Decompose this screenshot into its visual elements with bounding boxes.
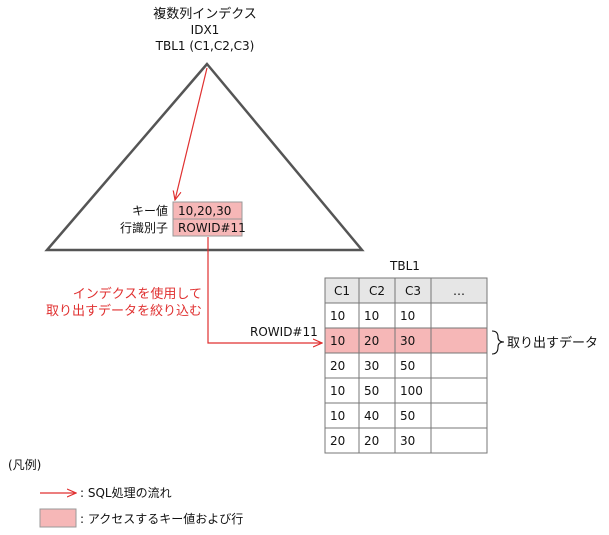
legend-box-label: : アクセスするキー値および行 xyxy=(80,511,243,526)
table-cell-value: 30 xyxy=(364,359,379,373)
rowid-pointer-label: ROWID#11 xyxy=(250,325,318,339)
table-cell xyxy=(324,377,360,404)
table-cell xyxy=(430,352,488,379)
table-cell-value: 100 xyxy=(400,384,423,398)
table-cell-value: 20 xyxy=(330,434,345,448)
rowid-value: ROWID#11 xyxy=(178,221,246,235)
table-cell-value: 20 xyxy=(364,434,379,448)
table-cell-value: 50 xyxy=(400,359,415,373)
index-tree-triangle xyxy=(44,62,365,252)
table-cell-value: 10 xyxy=(330,334,345,348)
table-cell xyxy=(394,427,432,454)
table-cell xyxy=(430,427,488,454)
table-cell xyxy=(358,402,396,429)
key-value: 10,20,30 xyxy=(178,204,231,218)
rowid-pointer-arrow xyxy=(207,237,322,343)
table-cell xyxy=(430,302,488,329)
legend-title: (凡例) xyxy=(8,458,41,472)
legend-highlight-sample xyxy=(39,508,77,528)
table-cell xyxy=(394,402,432,429)
table-cell-value: 30 xyxy=(400,434,415,448)
flow-annotation-line1: インデクスを使用して xyxy=(73,286,202,302)
table-cell xyxy=(430,327,488,354)
table-header-cell xyxy=(430,277,488,304)
table-header-label: C1 xyxy=(334,284,350,298)
retrieved-brace xyxy=(491,330,505,355)
flow-annotation-line2: 取り出すデータを絞り込む xyxy=(46,303,202,319)
table-cell-value: 10 xyxy=(364,309,379,323)
table-cell-value: 10 xyxy=(330,409,345,423)
table-cell-value: 50 xyxy=(400,409,415,423)
table-cell xyxy=(394,302,432,329)
table-cell xyxy=(358,302,396,329)
table-cell-value: 10 xyxy=(330,309,345,323)
table-header-cell xyxy=(324,277,360,304)
table-cell xyxy=(324,427,360,454)
table-header-label: C2 xyxy=(369,284,385,298)
table-name: TBL1 xyxy=(389,259,420,273)
index-title: 複数列インデクス xyxy=(153,6,257,22)
index-columns: TBL1 (C1,C2,C3) xyxy=(155,39,255,53)
table-cell-value: 10 xyxy=(400,309,415,323)
table-cell xyxy=(430,377,488,404)
table-cell xyxy=(324,402,360,429)
table-cell xyxy=(430,402,488,429)
index-name: IDX1 xyxy=(191,23,220,37)
table-cell-value: 50 xyxy=(364,384,379,398)
table-cell xyxy=(358,377,396,404)
search-path-arrow xyxy=(175,67,208,200)
table-cell-value: 20 xyxy=(330,359,345,373)
data-table: C1 C2 C3 … 10 10 10 10 20 30 20 30 50 10 50 100 10 40 50 20… xyxy=(324,277,488,454)
retrieved-label: 取り出すデータ xyxy=(507,335,598,351)
key-label: キー値 xyxy=(132,203,168,218)
legend-arrow-label: : SQL処理の流れ xyxy=(80,486,172,500)
table-cell-value: 40 xyxy=(364,409,379,423)
table-header-label: C3 xyxy=(405,284,421,298)
table-cell xyxy=(324,327,360,354)
rowid-value-box xyxy=(172,218,243,237)
table-cell-value: 30 xyxy=(400,334,415,348)
rowid-label: 行識別子 xyxy=(120,221,168,235)
table-header-label: … xyxy=(453,284,465,298)
table-cell-value: 10 xyxy=(330,384,345,398)
table-cell-value: 20 xyxy=(364,334,379,348)
